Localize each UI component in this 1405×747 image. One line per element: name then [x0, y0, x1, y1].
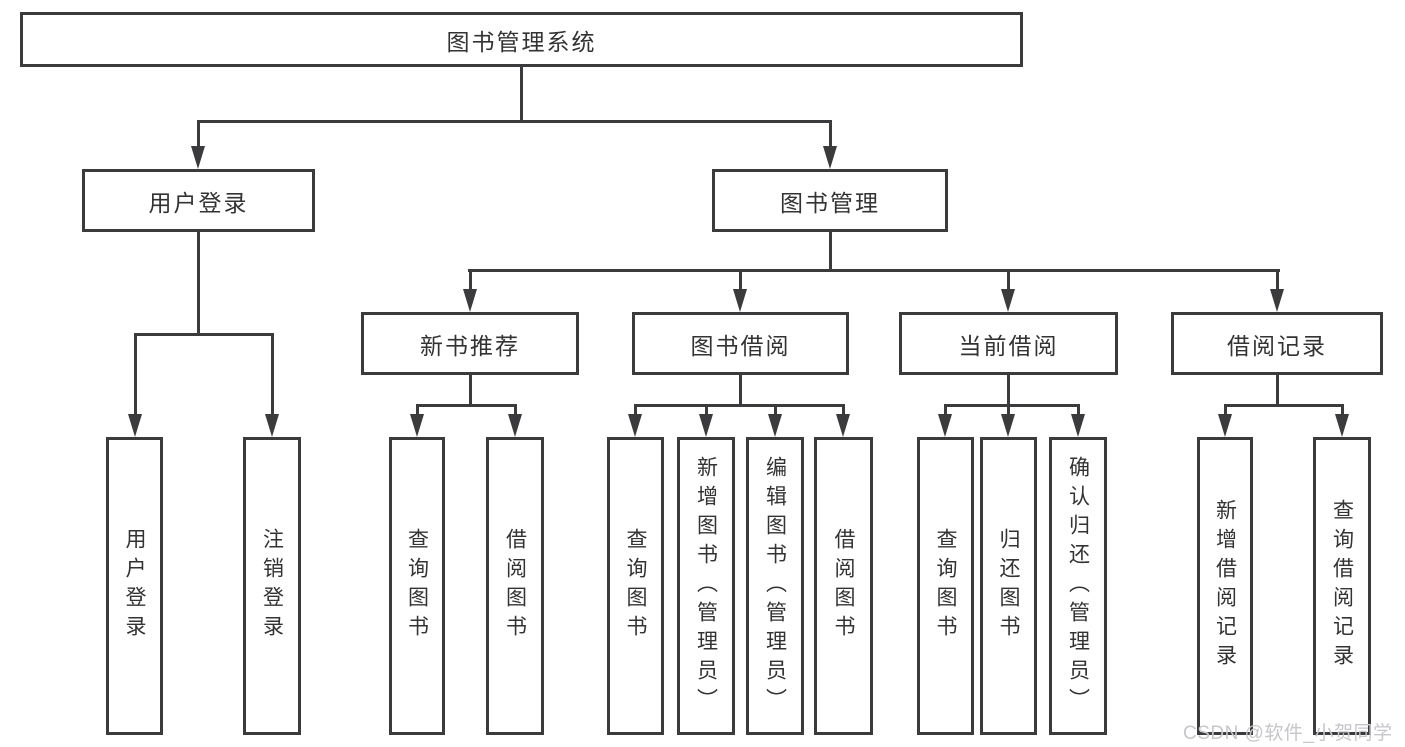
arrow-down	[938, 414, 952, 437]
connector-line	[829, 232, 832, 272]
node-borrow-records: 借阅记录	[1171, 312, 1383, 375]
leaf-edit-book-admin-label: 编辑图书（管理员）	[763, 455, 787, 717]
connector-line	[1341, 404, 1344, 416]
connector-line	[1007, 404, 1010, 416]
connector-line	[739, 375, 742, 407]
connector-line	[271, 333, 274, 415]
connector-line	[944, 404, 1080, 407]
connector-line	[1077, 404, 1080, 416]
leaf-confirm-return-admin: 确认归还（管理员）	[1049, 437, 1107, 735]
arrow-down	[508, 414, 522, 437]
arrow-down	[836, 414, 850, 437]
arrow-down	[823, 146, 837, 169]
leaf-add-borrow-record-label: 新增借阅记录	[1213, 499, 1237, 673]
leaf-user-login: 用户登录	[106, 437, 163, 735]
arrow-down	[1270, 289, 1284, 312]
arrow-down	[699, 414, 713, 437]
node-current-borrow: 当前借阅	[899, 312, 1118, 375]
node-root-label: 图书管理系统	[446, 28, 597, 55]
connector-line	[134, 333, 274, 336]
arrow-down	[1001, 289, 1015, 312]
connector-line	[634, 404, 845, 407]
connector-line	[1007, 269, 1010, 291]
connector-line	[134, 333, 137, 415]
arrow-down	[1071, 414, 1085, 437]
arrow-down	[410, 414, 424, 437]
leaf-return-book-label: 归还图书	[997, 528, 1020, 644]
watermark: CSDN @软件_小贺同学	[1183, 723, 1393, 744]
node-new-book-recommend: 新书推荐	[361, 312, 579, 375]
node-root: 图书管理系统	[20, 12, 1023, 67]
arrow-down	[463, 289, 477, 312]
connector-line	[842, 404, 845, 416]
leaf-borrow-book-2: 借阅图书	[814, 437, 873, 735]
node-book-management-label: 图书管理	[780, 189, 880, 216]
node-current-borrow-label: 当前借阅	[958, 332, 1059, 359]
connector-line	[197, 232, 200, 336]
connector-line	[1224, 404, 1344, 407]
arrow-down	[128, 414, 142, 437]
node-new-book-recommend-label: 新书推荐	[420, 332, 520, 359]
arrow-down	[1335, 414, 1349, 437]
leaf-query-book-2: 查询图书	[607, 437, 664, 735]
connector-line	[520, 67, 523, 123]
leaf-add-book-admin: 新增图书（管理员）	[677, 437, 735, 735]
leaf-query-book-3-label: 查询图书	[934, 528, 957, 644]
connector-line	[1007, 375, 1010, 407]
leaf-logout-label: 注销登录	[260, 528, 284, 644]
leaf-add-book-admin-label: 新增图书（管理员）	[694, 455, 718, 717]
arrow-down	[1218, 414, 1232, 437]
node-book-borrow: 图书借阅	[632, 312, 849, 375]
node-book-management: 图书管理	[712, 169, 948, 232]
connector-line	[634, 404, 637, 416]
leaf-query-borrow-record-label: 查询借阅记录	[1330, 499, 1354, 673]
connector-line	[416, 404, 517, 407]
connector-line	[1276, 375, 1279, 407]
connector-line	[197, 120, 200, 148]
arrow-down	[1001, 414, 1015, 437]
connector-line	[469, 375, 472, 407]
leaf-add-borrow-record: 新增借阅记录	[1197, 437, 1253, 735]
connector-line	[739, 269, 742, 291]
arrow-down	[628, 414, 642, 437]
arrow-down	[191, 146, 205, 169]
leaf-borrow-book-1: 借阅图书	[486, 437, 544, 735]
leaf-borrow-book-1-label: 借阅图书	[503, 528, 527, 644]
connector-line	[774, 404, 777, 416]
connector-line	[469, 269, 472, 291]
leaf-confirm-return-admin-label: 确认归还（管理员）	[1066, 455, 1090, 717]
connector-line	[1224, 404, 1227, 416]
leaf-borrow-book-2-label: 借阅图书	[832, 528, 855, 644]
leaf-query-book-1-label: 查询图书	[405, 528, 429, 644]
connector-line	[416, 404, 419, 416]
connector-line	[468, 269, 1280, 272]
leaf-logout: 注销登录	[243, 437, 301, 735]
node-user-login-label: 用户登录	[148, 189, 249, 216]
node-borrow-records-label: 借阅记录	[1227, 332, 1327, 359]
node-user-login: 用户登录	[82, 169, 315, 232]
arrow-down	[733, 289, 747, 312]
connector-line	[829, 120, 832, 148]
leaf-query-borrow-record: 查询借阅记录	[1313, 437, 1371, 735]
connector-line	[197, 120, 832, 123]
connector-line	[944, 404, 947, 416]
leaf-user-login-label: 用户登录	[123, 528, 146, 644]
leaf-query-book-3: 查询图书	[917, 437, 974, 735]
connector-line	[705, 404, 708, 416]
node-book-borrow-label: 图书借阅	[690, 332, 791, 359]
connector-line	[514, 404, 517, 416]
arrow-down	[265, 414, 279, 437]
leaf-query-book-2-label: 查询图书	[624, 528, 647, 644]
arrow-down	[768, 414, 782, 437]
leaf-edit-book-admin: 编辑图书（管理员）	[746, 437, 804, 735]
leaf-query-book-1: 查询图书	[389, 437, 445, 735]
leaf-return-book: 归还图书	[980, 437, 1037, 735]
connector-line	[1276, 269, 1279, 291]
